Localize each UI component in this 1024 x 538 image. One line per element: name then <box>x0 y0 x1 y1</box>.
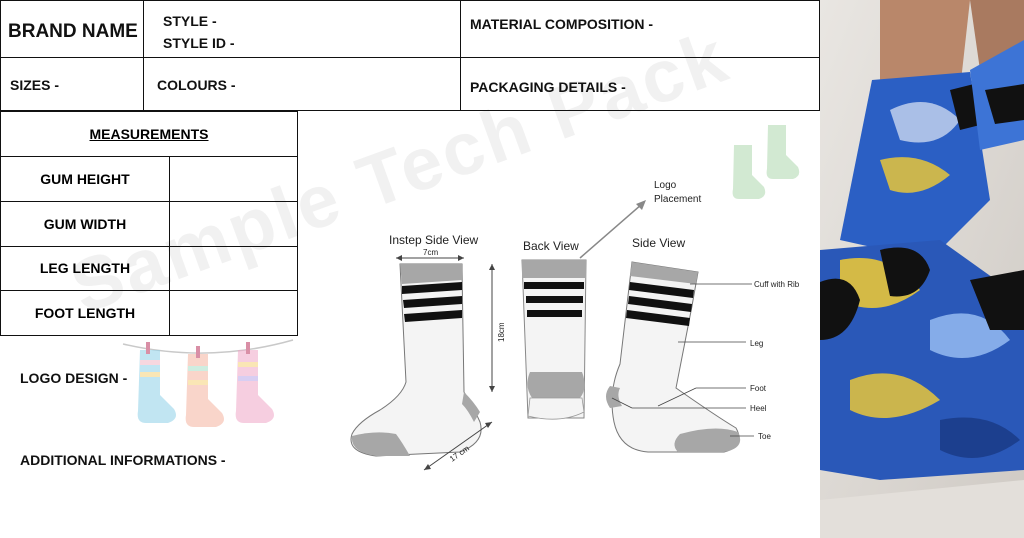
style-label: STYLE - <box>163 13 217 29</box>
measurement-row-leg-length: LEG LENGTH <box>0 246 298 291</box>
logo-placement-label-line2: Placement <box>654 194 701 205</box>
brand-name-label: BRAND NAME <box>8 21 138 42</box>
socks-photo-image <box>820 0 1024 538</box>
height-dimension-label: 18cm <box>497 322 506 342</box>
sizes-cell: SIZES - <box>0 57 144 111</box>
colours-label: COLOURS - <box>157 77 236 93</box>
foot-dimension-line <box>423 421 493 471</box>
logo-design-label: LOGO DESIGN - <box>20 370 128 386</box>
colours-cell: COLOURS - <box>143 57 461 111</box>
width-dimension-label: 7cm <box>423 248 438 257</box>
material-composition-label: MATERIAL COMPOSITION - <box>470 16 654 32</box>
additional-informations-label: ADDITIONAL INFORMATIONS - <box>20 452 226 468</box>
toe-label: Toe <box>758 432 771 441</box>
measurements-title: MEASUREMENTS <box>89 126 209 142</box>
sizes-label: SIZES - <box>10 77 60 93</box>
cuff-with-rib-label: Cuff with Rib <box>754 280 800 289</box>
back-sock-figure <box>521 259 587 420</box>
instep-side-view-title: Instep Side View <box>389 233 479 247</box>
green-socks-decoration <box>732 125 800 199</box>
brand-name-cell: BRAND NAME <box>0 0 144 58</box>
sock-technical-drawing: Instep Side View Back View Side View Log… <box>350 180 800 471</box>
logo-placement-arrow <box>579 203 643 259</box>
instep-sock-figure <box>350 263 482 457</box>
leg-label: Leg <box>750 339 763 348</box>
material-composition-cell: MATERIAL COMPOSITION - <box>460 0 820 58</box>
foot-label: Foot <box>750 384 767 393</box>
side-view-title: Side View <box>632 236 685 250</box>
measurement-row-gum-height: GUM HEIGHT <box>0 157 298 202</box>
style-cell: STYLE - STYLE ID - <box>143 0 461 58</box>
heel-label: Heel <box>750 404 767 413</box>
packaging-details-label: PACKAGING DETAILS - <box>470 79 626 95</box>
style-id-label: STYLE ID - <box>163 35 235 51</box>
measurement-label: LEG LENGTH <box>1 246 170 290</box>
measurement-row-foot-length: FOOT LENGTH <box>0 291 298 336</box>
measurement-label: FOOT LENGTH <box>1 291 170 335</box>
side-sock-figure <box>606 261 741 453</box>
socks-clothesline-illustration <box>122 339 294 427</box>
logo-placement-label-line1: Logo <box>654 180 677 191</box>
packaging-details-cell: PACKAGING DETAILS - <box>460 57 820 111</box>
measurement-label: GUM HEIGHT <box>1 157 170 201</box>
measurement-label: GUM WIDTH <box>1 202 170 246</box>
back-view-title: Back View <box>523 239 579 253</box>
tech-pack-sheet: Sample Tech Pack BRAND NAME STYLE - STYL… <box>0 0 820 471</box>
measurements-header: MEASUREMENTS <box>0 111 298 157</box>
socks-product-photo <box>820 0 1024 538</box>
measurement-row-gum-width: GUM WIDTH <box>0 202 298 247</box>
